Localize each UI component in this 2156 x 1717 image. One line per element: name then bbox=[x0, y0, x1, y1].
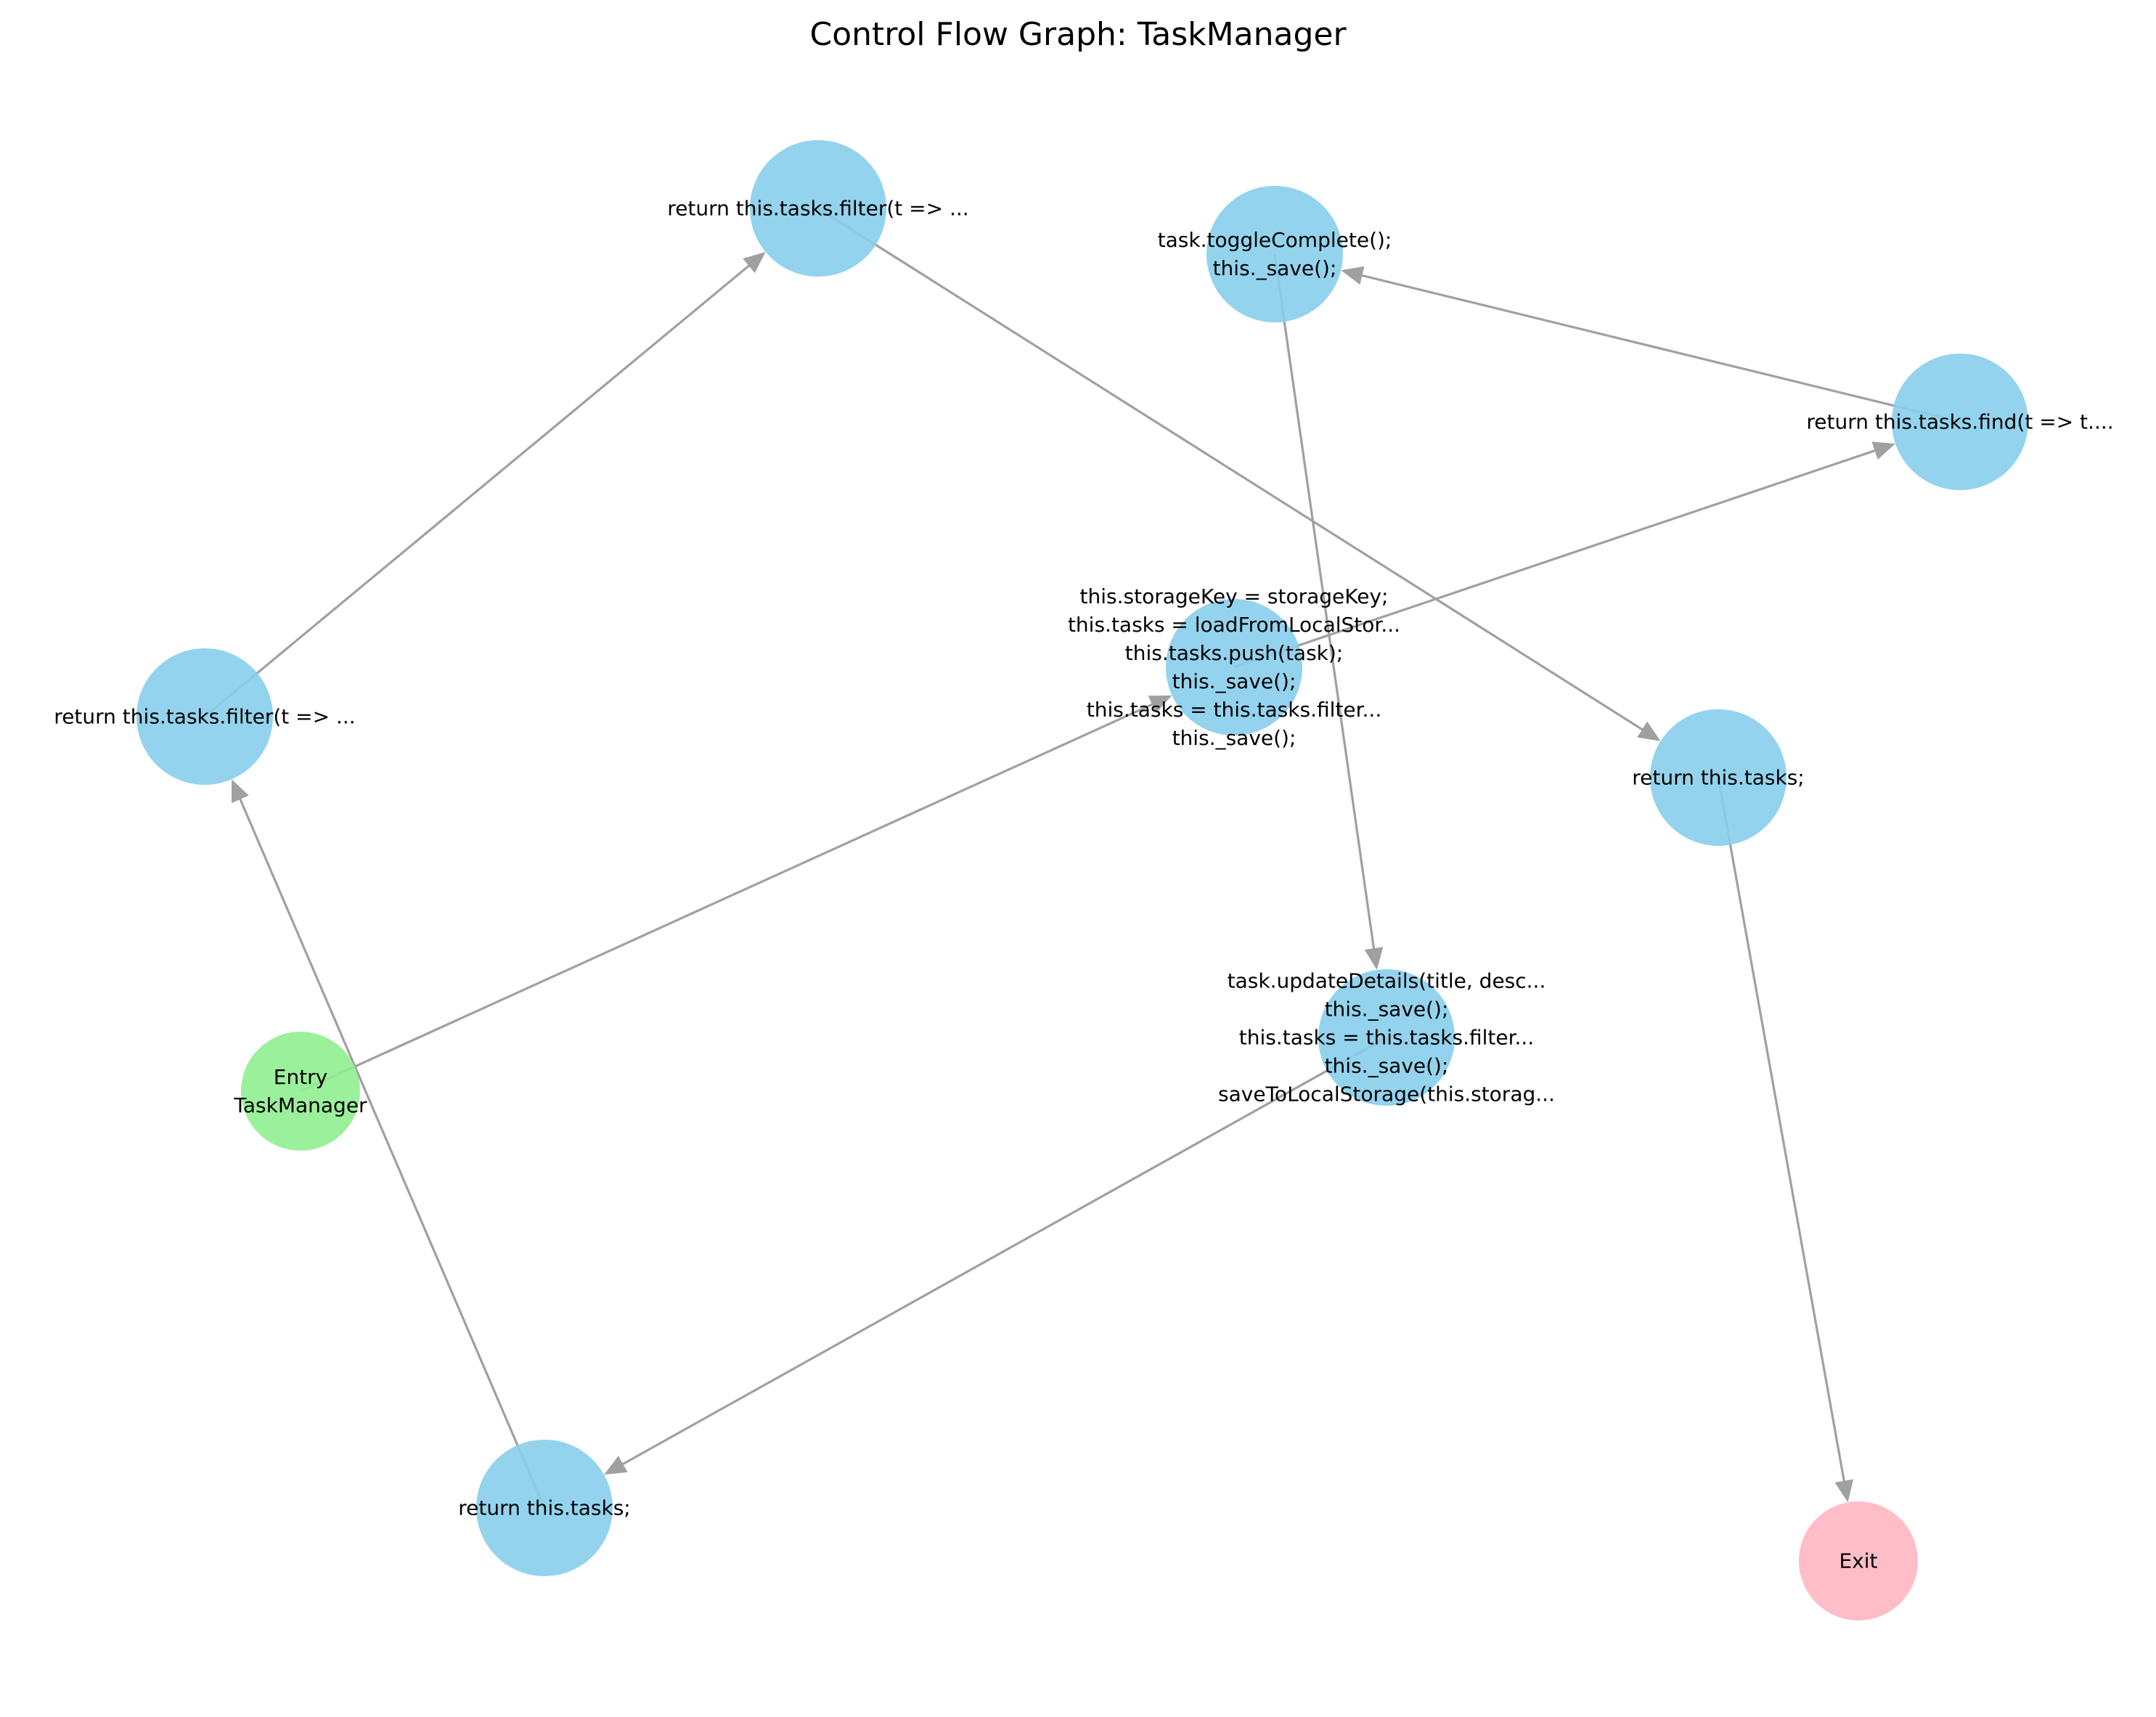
node-find[interactable]: return this.tasks.find(t => t.... bbox=[1806, 354, 2114, 490]
node-label: this._save(); bbox=[1325, 998, 1449, 1021]
edge-constructor-to-find bbox=[1233, 441, 1895, 669]
node-filter-left[interactable]: return this.tasks.filter(t => ... bbox=[54, 648, 356, 785]
edges-layer bbox=[203, 207, 1961, 1509]
edge-return-right-to-exit bbox=[1717, 777, 1854, 1503]
node-exit[interactable]: Exit bbox=[1799, 1501, 1918, 1620]
node-constructor[interactable]: this.storageKey = storageKey; this.tasks … bbox=[1068, 584, 1400, 750]
edge-line bbox=[203, 253, 764, 718]
node-circle[interactable] bbox=[476, 1440, 613, 1576]
node-circle[interactable] bbox=[1318, 969, 1455, 1106]
edge-line bbox=[1233, 443, 1893, 669]
node-circle[interactable] bbox=[1892, 354, 2028, 490]
arrow-head bbox=[1148, 695, 1172, 714]
node-return-bottom[interactable]: return this.tasks; bbox=[458, 1440, 631, 1576]
node-label: return this.tasks.find(t => t.... bbox=[1806, 410, 2113, 434]
edge-filter-left-to-filter-top bbox=[203, 252, 766, 718]
node-label: this.tasks = loadFromLocalStor... bbox=[1068, 613, 1400, 637]
arrow-head bbox=[232, 779, 249, 804]
arrow-head bbox=[1834, 1479, 1854, 1503]
node-circle[interactable] bbox=[1650, 709, 1787, 846]
node-circle[interactable] bbox=[1166, 599, 1302, 735]
node-label: return this.tasks.filter(t => ... bbox=[54, 705, 355, 729]
node-label: this._save(); bbox=[1172, 669, 1297, 693]
node-label: return this.tasks.filter(t => ... bbox=[667, 197, 968, 221]
node-label: this.tasks = this.tasks.filter... bbox=[1239, 1026, 1534, 1050]
edge-update-to-return-bottom bbox=[604, 1036, 1387, 1475]
arrow-head bbox=[743, 252, 766, 274]
node-label: TaskManager bbox=[233, 1093, 367, 1117]
node-circle[interactable] bbox=[750, 140, 886, 277]
arrow-head bbox=[1871, 441, 1895, 460]
edge-line bbox=[1717, 777, 1849, 1500]
edge-line bbox=[1343, 269, 1961, 423]
node-label: task.updateDetails(title, desc... bbox=[1228, 969, 1546, 993]
node-circle[interactable] bbox=[1206, 186, 1343, 322]
node-update[interactable]: task.updateDetails(title, desc... this._s… bbox=[1218, 969, 1555, 1106]
node-label: return this.tasks; bbox=[458, 1496, 630, 1520]
node-label: this._save(); bbox=[1213, 256, 1337, 280]
arrow-head bbox=[604, 1456, 628, 1475]
arrow-head bbox=[1364, 947, 1384, 970]
node-label: Entry bbox=[274, 1065, 328, 1089]
edge-line bbox=[300, 696, 1170, 1093]
arrow-head bbox=[1341, 266, 1365, 285]
node-label: this._save(); bbox=[1172, 726, 1297, 750]
arrow-head bbox=[1637, 721, 1661, 741]
node-label: this._save(); bbox=[1325, 1054, 1449, 1078]
edge-line bbox=[605, 1036, 1387, 1475]
edge-filter-top-to-return-right bbox=[817, 207, 1661, 741]
edge-entry-to-constructor bbox=[300, 695, 1172, 1093]
node-circle[interactable] bbox=[241, 1032, 360, 1151]
graph-title: Control Flow Graph: TaskManager bbox=[809, 16, 1347, 53]
node-label: this.tasks.push(task); bbox=[1125, 641, 1344, 665]
edge-line bbox=[817, 207, 1659, 741]
edge-line bbox=[232, 781, 546, 1509]
edge-line bbox=[1273, 253, 1378, 968]
node-label: return this.tasks; bbox=[1632, 766, 1804, 790]
node-label: saveToLocalStorage(this.storag... bbox=[1218, 1082, 1555, 1106]
edge-find-to-toggle bbox=[1341, 266, 1961, 423]
node-circle[interactable] bbox=[1799, 1501, 1918, 1620]
node-label: this.storageKey = storageKey; bbox=[1080, 584, 1389, 608]
edge-toggle-to-update bbox=[1273, 253, 1384, 970]
edge-return-bottom-to-filter-left bbox=[232, 779, 546, 1509]
node-toggle[interactable]: task.toggleComplete(); this._save(); bbox=[1158, 186, 1392, 322]
node-label: this.tasks = this.tasks.filter... bbox=[1087, 698, 1381, 722]
node-circle[interactable] bbox=[136, 648, 273, 785]
node-label: Exit bbox=[1839, 1549, 1877, 1573]
node-return-right[interactable]: return this.tasks; bbox=[1632, 709, 1805, 846]
node-label: task.toggleComplete(); bbox=[1158, 228, 1392, 252]
node-filter-top[interactable]: return this.tasks.filter(t => ... bbox=[667, 140, 969, 277]
